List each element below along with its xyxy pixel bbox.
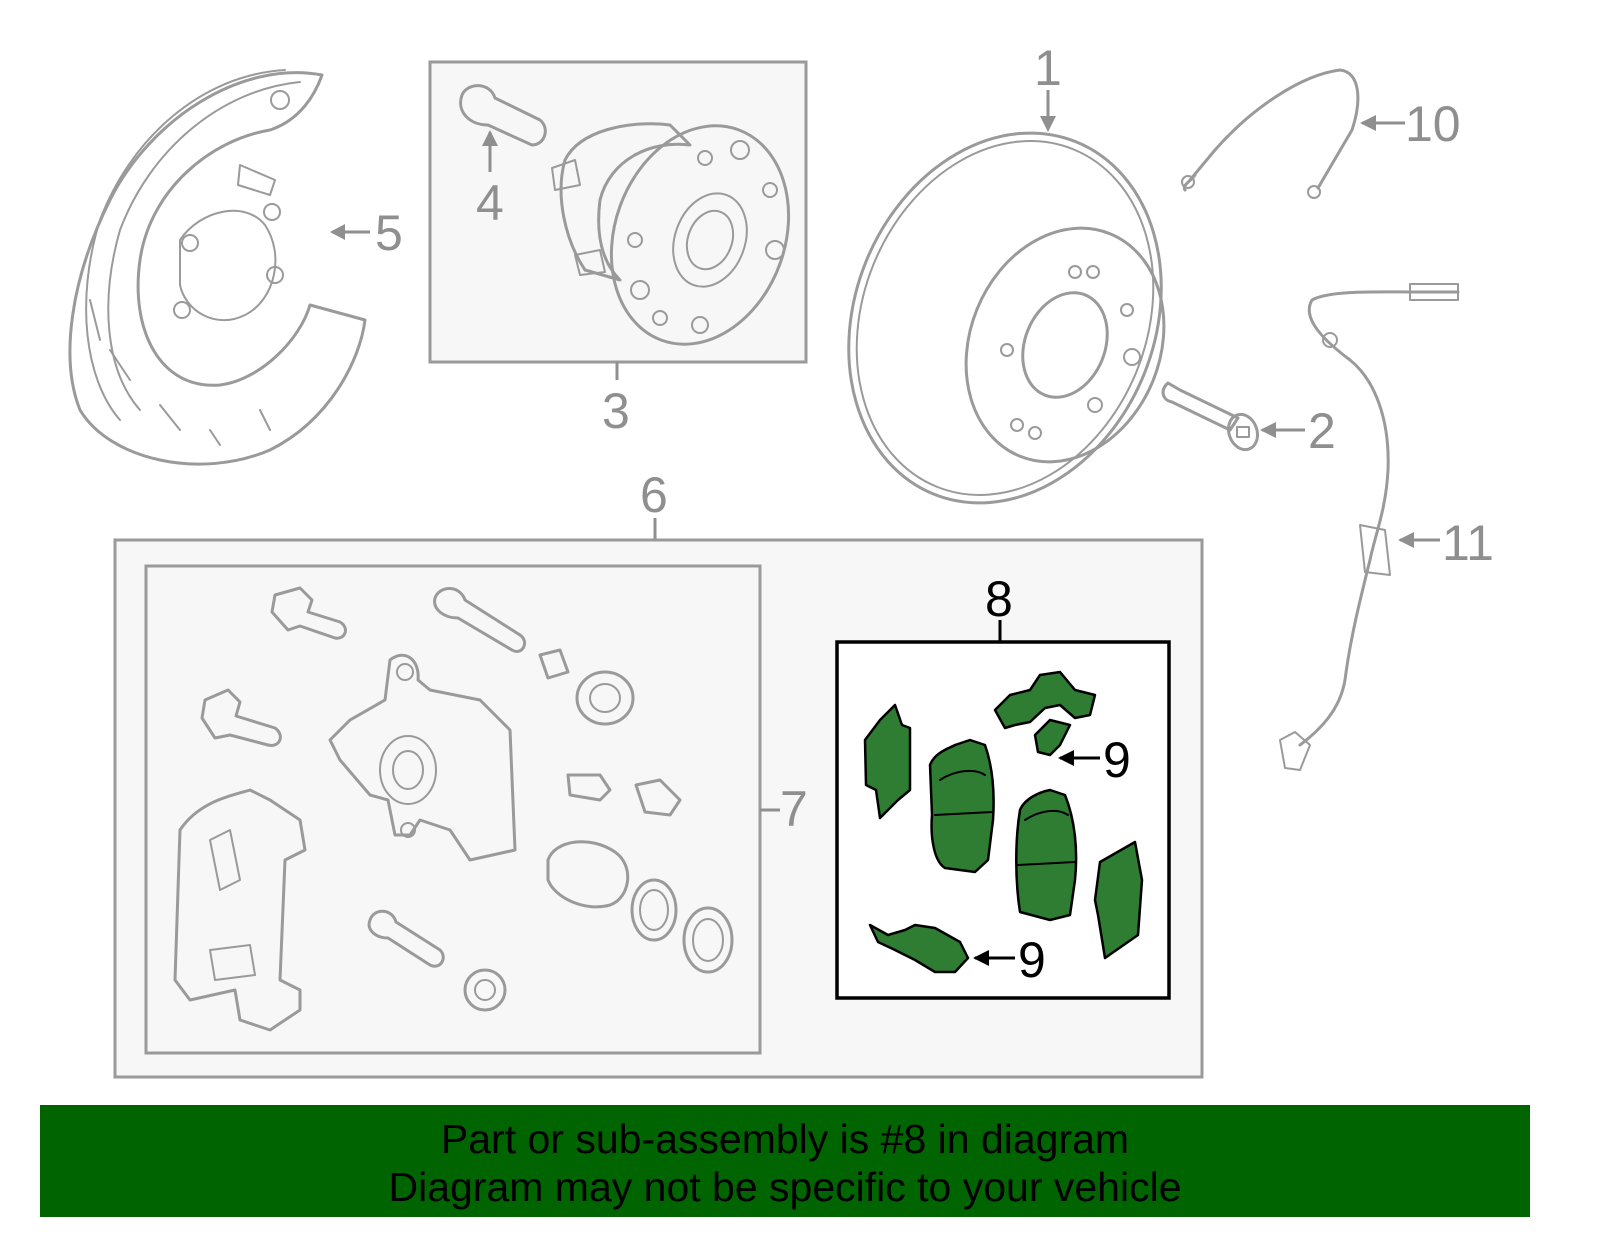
callout-7: 7	[780, 781, 808, 837]
caliper-box	[144, 564, 762, 1055]
callout-4: 4	[476, 175, 504, 231]
callout-6: 6	[640, 467, 668, 523]
part-8-brake-pad-set[interactable]	[863, 670, 1144, 974]
part-3-hub-bearing	[551, 122, 791, 346]
callout-9-upper: 9	[1103, 732, 1131, 788]
info-banner: Part or sub-assembly is #8 in diagram Di…	[40, 1105, 1530, 1217]
callout-2: 2	[1308, 403, 1336, 459]
part-4-hub-bolt	[459, 84, 547, 147]
callout-5: 5	[375, 205, 403, 261]
part-10-brake-hose	[1181, 68, 1360, 199]
part-11-wheel-speed-sensor	[1279, 283, 1460, 771]
part-1-brake-disc	[847, 131, 1166, 505]
callout-3: 3	[602, 383, 630, 439]
callout-1: 1	[1034, 40, 1062, 96]
part-5-dust-shield	[68, 69, 367, 466]
part-7-caliper-components	[173, 586, 734, 1032]
callout-10: 10	[1405, 96, 1461, 152]
callout-8: 8	[985, 571, 1013, 627]
banner-line-1: Part or sub-assembly is #8 in diagram	[440, 1116, 1130, 1162]
banner-line-2: Diagram may not be specific to your vehi…	[388, 1164, 1182, 1210]
callout-9-lower: 9	[1018, 932, 1046, 988]
part-2-disc-screw	[1161, 381, 1260, 452]
callout-11: 11	[1442, 515, 1494, 571]
